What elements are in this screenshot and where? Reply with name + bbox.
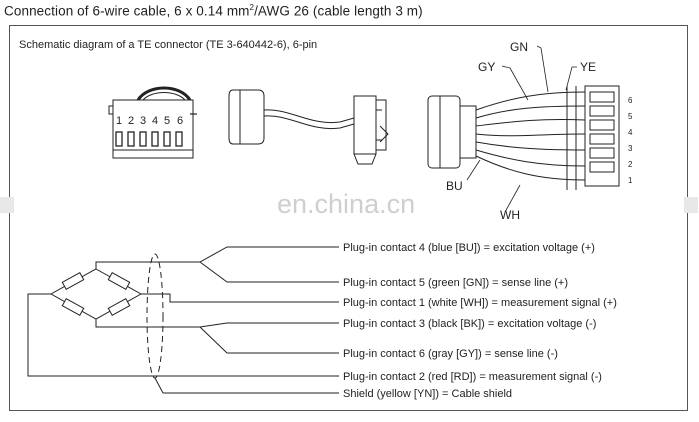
terminal-number-1: 1 <box>628 176 633 185</box>
wire-label-ye: YE <box>580 60 596 74</box>
plug-top-view <box>427 91 586 181</box>
terminal-number-6: 6 <box>628 96 633 105</box>
page-title: Connection of 6-wire cable, 6 x 0.14 mm2… <box>4 3 423 19</box>
bridge-resistors <box>61 271 131 317</box>
contact-label-5: Plug-in contact 5 (green [GN]) = sense l… <box>343 277 568 289</box>
connector-contact-slots <box>115 131 183 147</box>
pin-number-6: 6 <box>177 115 183 127</box>
contact-label-3: Plug-in contact 3 (black [BK]) = excitat… <box>343 318 596 330</box>
watermark: en.china.cn <box>277 189 415 219</box>
diagram-frame <box>9 25 688 411</box>
terminal-number-4: 4 <box>628 128 633 137</box>
wire-label-wh: WH <box>500 208 520 222</box>
contact-label-4: Plug-in contact 4 (blue [BU]) = excitati… <box>343 242 595 254</box>
contact-labels: Plug-in contact 4 (blue [BU]) = excitati… <box>343 242 617 400</box>
wire-leader-lines <box>466 45 577 213</box>
contact-label-2: Plug-in contact 2 (red [RD]) = measureme… <box>343 371 602 383</box>
wheatstone-bridge <box>49 268 143 320</box>
terminal-number-3: 3 <box>628 144 633 153</box>
plug-terminal-block <box>566 85 620 190</box>
schematic-caption: Schematic diagram of a TE connector (TE … <box>19 39 317 51</box>
connector-front-view <box>108 86 197 159</box>
terminal-numbers: 6 5 4 3 2 1 <box>628 96 633 185</box>
wire-color-labels: GN GY YE BU WH <box>446 40 596 222</box>
terminal-number-2: 2 <box>628 160 633 169</box>
pin-number-1: 1 <box>116 115 122 127</box>
contact-label-1: Plug-in contact 1 (white [WH]) = measure… <box>343 297 617 309</box>
wire-label-gy: GY <box>478 60 495 74</box>
pin-number-2: 2 <box>128 115 134 127</box>
contact-label-6: Plug-in contact 6 (gray [GY]) = sense li… <box>343 348 558 360</box>
connector-pin-numbers: 1 2 3 4 5 6 <box>116 115 183 127</box>
connector-side-view <box>228 89 389 165</box>
terminal-number-5: 5 <box>628 112 633 121</box>
cable-shield <box>146 253 164 394</box>
watermark-bar-right <box>684 197 698 213</box>
wire-label-gn: GN <box>510 40 528 54</box>
wiring-lines <box>27 246 339 394</box>
pin-number-5: 5 <box>164 115 170 127</box>
pin-number-4: 4 <box>152 115 158 127</box>
wire-label-bu: BU <box>446 179 463 193</box>
contact-label-shield: Shield (yellow [YN]) = Cable shield <box>343 388 512 400</box>
pin-number-3: 3 <box>140 115 146 127</box>
watermark-bar-left <box>0 197 14 213</box>
